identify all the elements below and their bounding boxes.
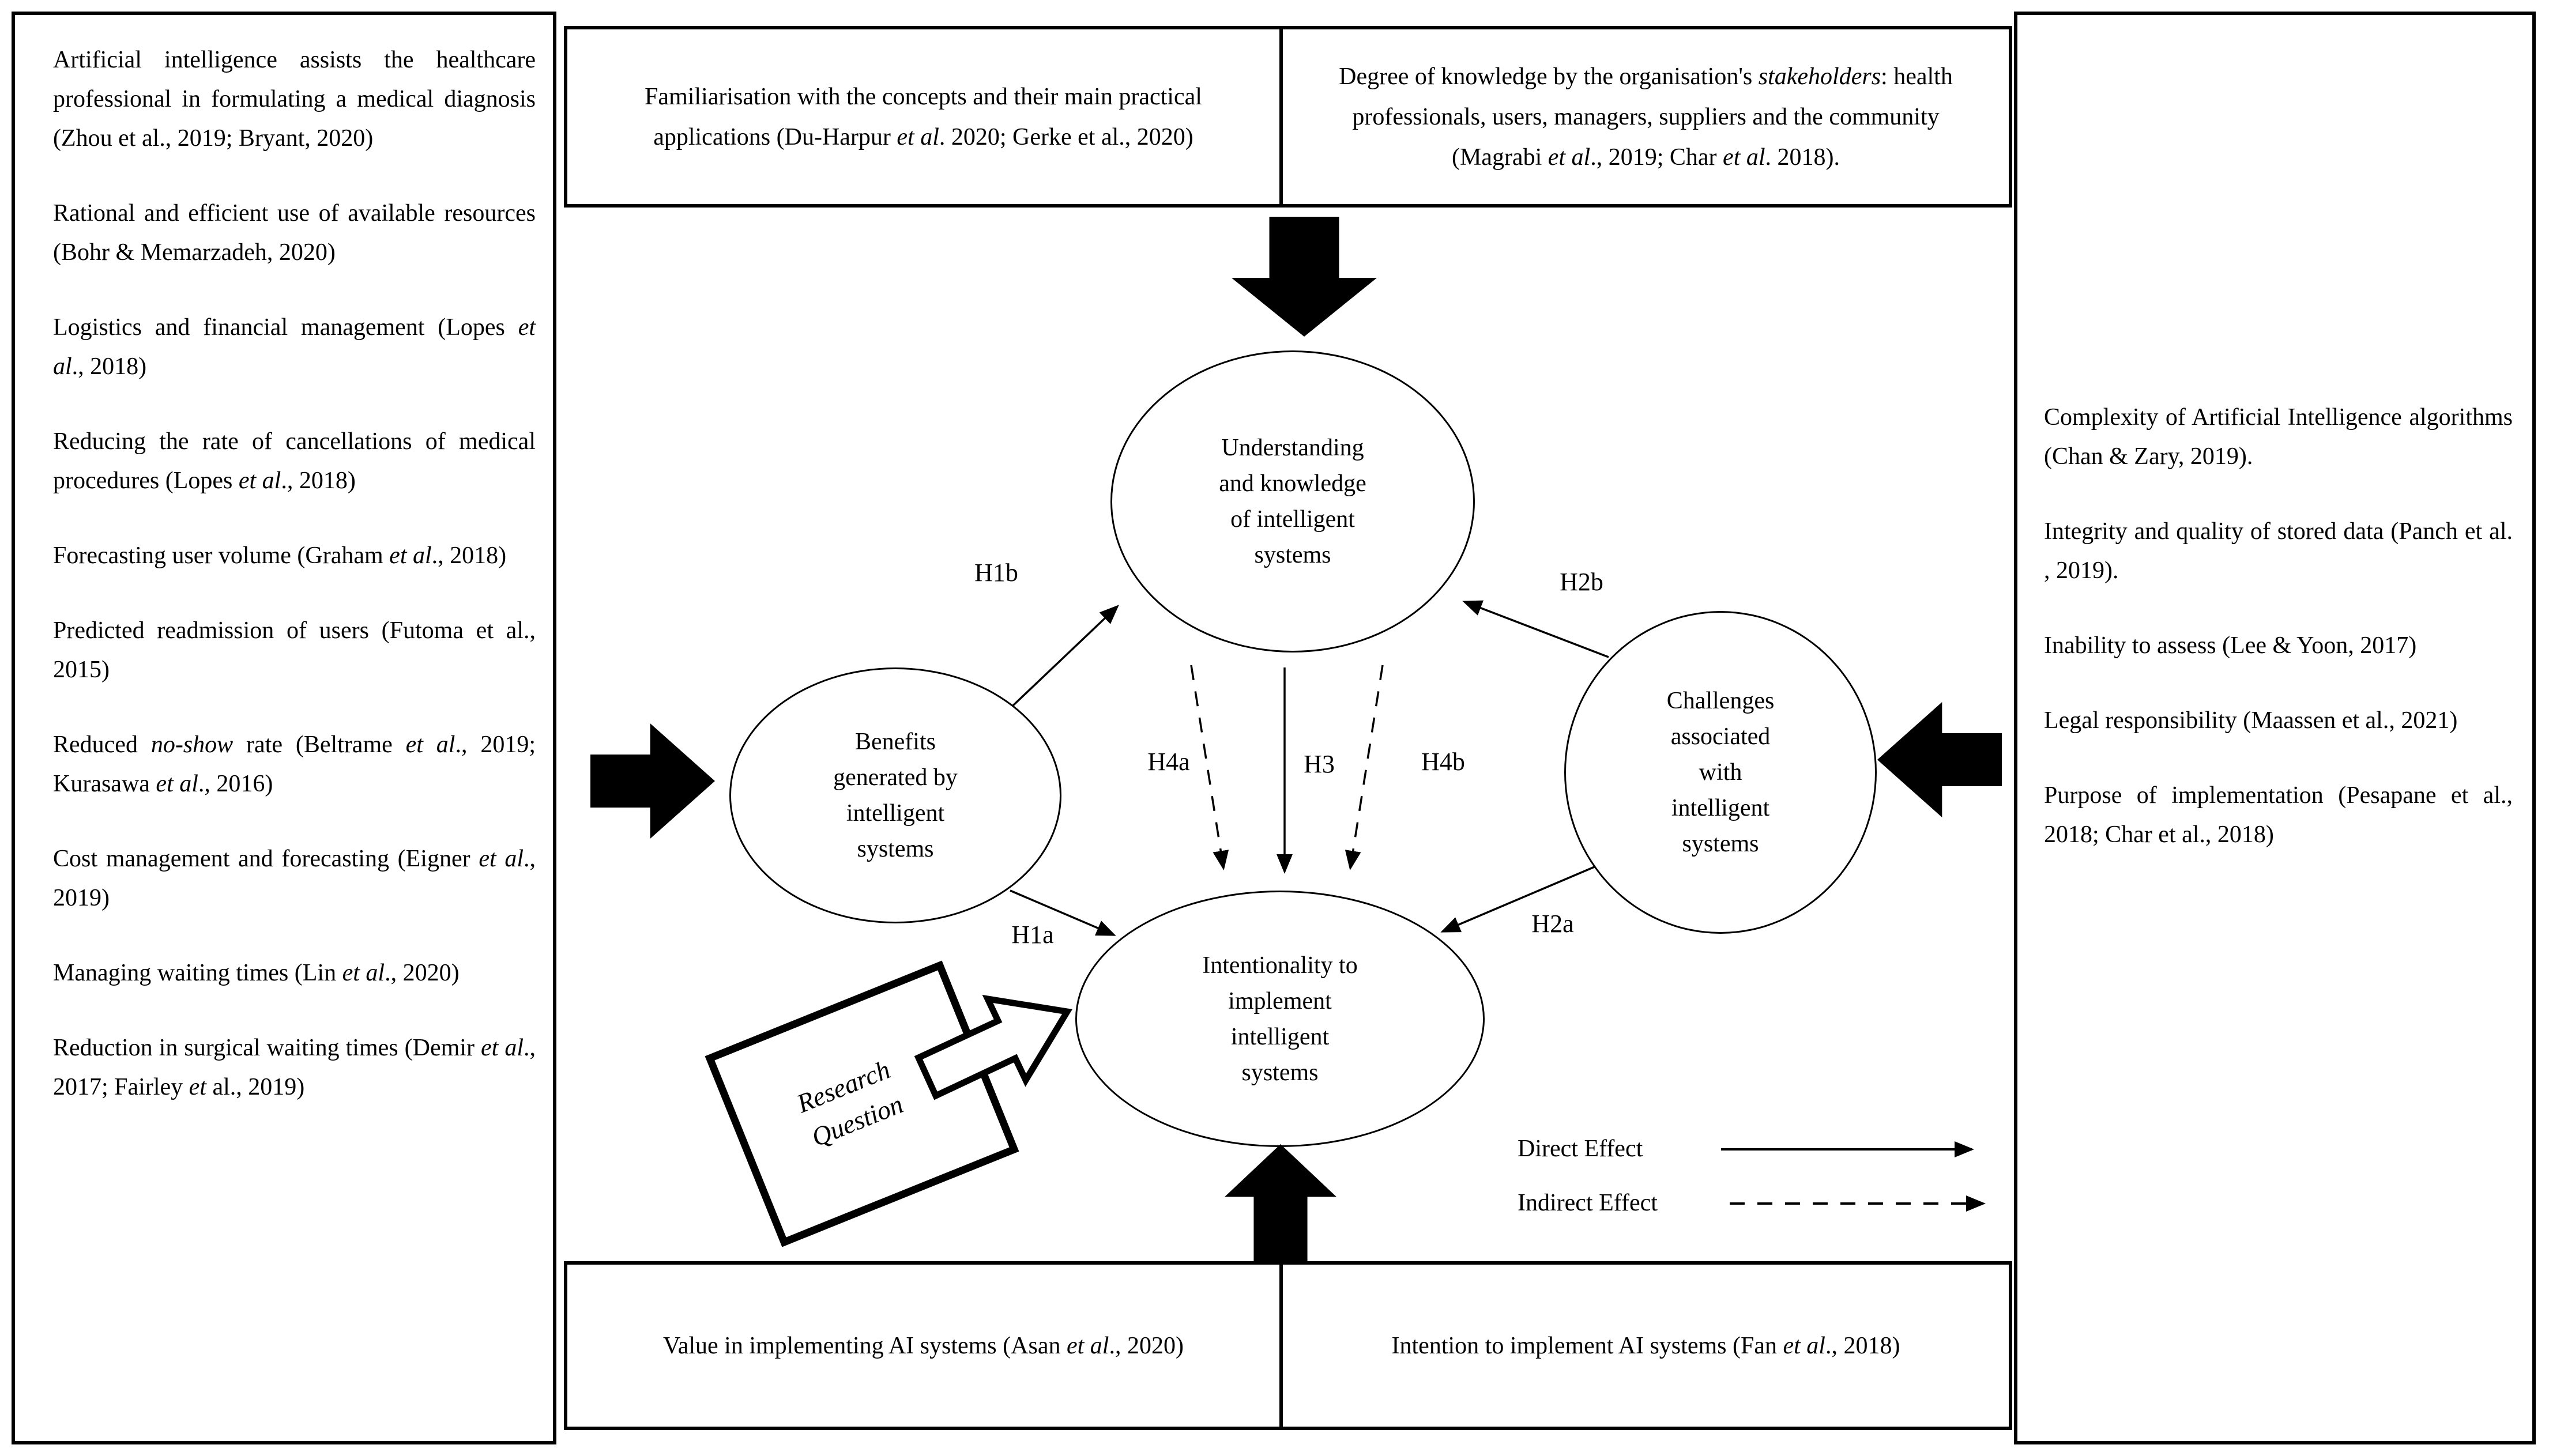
- challenges-list-panel: Complexity of Artificial Intelligence al…: [2014, 12, 2536, 1444]
- bottom-input-arrow-icon: [1225, 1144, 1336, 1261]
- understanding-node: Understanding and knowledge of intellige…: [1110, 350, 1475, 652]
- benefits-node: Benefits generated by intelligent system…: [729, 667, 1061, 923]
- benefit-paragraph: Rational and efficient use of available …: [53, 200, 536, 266]
- benefit-paragraph: Cost management and forecasting (Eigner …: [53, 846, 536, 911]
- intention-box: Intention to implement AI systems (Fan e…: [1283, 1261, 2012, 1430]
- left-input-arrow-icon: [590, 723, 715, 839]
- top-input-arrow-icon: [1232, 217, 1377, 337]
- h4b-label: H4b: [1421, 748, 1465, 776]
- stakeholder-knowledge-box-text: Degree of knowledge by the organisation'…: [1339, 63, 1953, 171]
- h2b-label: H2b: [1560, 568, 1603, 596]
- understanding-node-label: Understanding and knowledge of intellige…: [1219, 435, 1366, 568]
- benefit-paragraph: Reducing the rate of cancellations of me…: [53, 428, 536, 494]
- intentionality-node: Intentionality to implement intelligent …: [1075, 891, 1485, 1147]
- challenge-paragraph: Legal responsibility (Maassen et al., 20…: [2044, 707, 2458, 734]
- stakeholder-knowledge-box: Degree of knowledge by the organisation'…: [1283, 26, 2012, 208]
- challenge-paragraph: Inability to assess (Lee & Yoon, 2017): [2044, 632, 2417, 659]
- value-box: Value in implementing AI systems (Asan e…: [564, 1261, 1283, 1430]
- benefit-paragraph: Forecasting user volume (Graham et al., …: [53, 542, 507, 569]
- h4a-label: H4a: [1147, 748, 1190, 776]
- challenges-node-label: Challenges associated with intelligent s…: [1666, 688, 1775, 857]
- h2a-label: H2a: [1531, 910, 1574, 938]
- h1a-label: H1a: [1011, 921, 1054, 949]
- challenge-paragraph: Complexity of Artificial Intelligence al…: [2044, 404, 2513, 470]
- benefit-paragraph: Predicted readmission of users (Futoma e…: [53, 617, 536, 683]
- research-question-label: Research Question: [792, 1054, 908, 1152]
- value-box-text: Value in implementing AI systems (Asan e…: [663, 1332, 1184, 1359]
- h2b-arrow: [1462, 600, 1609, 658]
- h1b-arrow: [1012, 605, 1119, 707]
- benefits-node-label: Benefits generated by intelligent system…: [833, 729, 958, 862]
- challenge-paragraph: Purpose of implementation (Pesapane et a…: [2044, 782, 2513, 848]
- h1b-label: H1b: [974, 559, 1018, 587]
- familiarisation-box: Familiarisation with the concepts and th…: [564, 26, 1283, 208]
- benefits-list-panel: Artificial intelligence assists the heal…: [12, 12, 556, 1444]
- right-input-arrow-icon: [1877, 702, 2002, 817]
- legend-indirect-effect-label: Indirect Effect: [1518, 1190, 1658, 1216]
- challenges-node: Challenges associated with intelligent s…: [1564, 611, 1877, 934]
- h3-label: H3: [1304, 750, 1335, 778]
- legend-direct-effect-label: Direct Effect: [1518, 1136, 1643, 1162]
- benefit-paragraph: Reduction in surgical waiting times (Dem…: [53, 1035, 536, 1100]
- intention-box-text: Intention to implement AI systems (Fan e…: [1391, 1332, 1900, 1359]
- intentionality-node-label: Intentionality to implement intelligent …: [1202, 952, 1358, 1086]
- benefit-paragraph: Managing waiting times (Lin et al., 2020…: [53, 960, 460, 986]
- familiarisation-box-text: Familiarisation with the concepts and th…: [645, 83, 1202, 150]
- benefit-paragraph: Artificial intelligence assists the heal…: [53, 47, 536, 152]
- benefit-paragraph: Reduced no-show rate (Beltrame et al., 2…: [53, 731, 536, 797]
- challenge-paragraph: Integrity and quality of stored data (Pa…: [2044, 518, 2513, 584]
- benefit-paragraph: Logistics and financial management (Lope…: [53, 314, 536, 380]
